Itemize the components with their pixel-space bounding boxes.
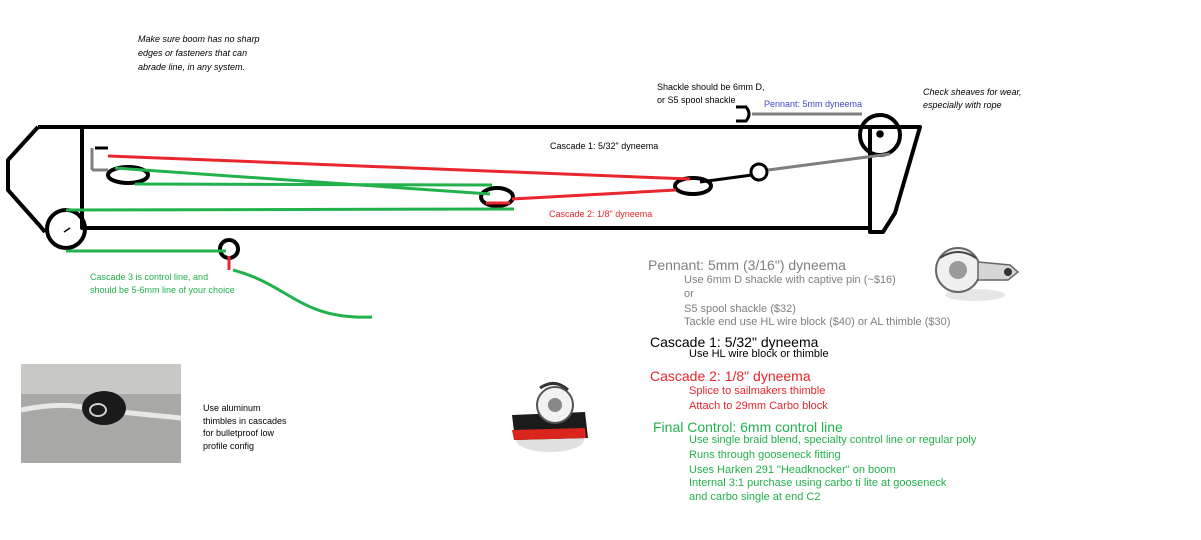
legend-pennant-title: Pennant: 5mm (3/16") dyneema bbox=[648, 257, 846, 273]
legend-final-line: Runs through gooseneck fitting bbox=[689, 449, 841, 461]
legend-final-line: and carbo single at end C2 bbox=[689, 491, 821, 503]
legend-pennant-line: Use 6mm D shackle with captive pin (~$16… bbox=[684, 274, 896, 286]
exit-block bbox=[218, 238, 240, 260]
control-line-tail bbox=[232, 268, 373, 319]
cascade-block-4 bbox=[749, 162, 769, 182]
gooseneck-sheave bbox=[45, 208, 87, 250]
wire-block-photo-icon bbox=[935, 247, 1020, 301]
gooseneck-sheave-pin bbox=[63, 227, 71, 233]
pennant-line-lower bbox=[767, 152, 891, 172]
cascade2-line bbox=[107, 154, 691, 270]
label-cascade3: Cascade 3 is control line, and should be… bbox=[90, 272, 235, 295]
legend-cascade1-line: Use HL wire block or thimble bbox=[689, 348, 829, 360]
boom-outline bbox=[6, 125, 922, 234]
legend-cascade2-title: Cascade 2: 1/8" dyneema bbox=[650, 368, 811, 384]
legend-cascade2-line: Splice to sailmakers thimble bbox=[689, 385, 826, 397]
outboard-sheave-pin bbox=[876, 130, 884, 138]
cascade3-line bbox=[65, 166, 515, 319]
note-boom-edges: Make sure boom has no sharp edges or fas… bbox=[138, 34, 260, 72]
legend-pennant-line: Tackle end use HL wire block ($40) or AL… bbox=[684, 316, 951, 328]
note-thimbles: Use aluminum thimbles in cascades for bu… bbox=[203, 403, 287, 451]
legend-pennant-line: or bbox=[684, 288, 694, 300]
legend-pennant-line: S5 spool shackle ($32) bbox=[684, 303, 796, 315]
cascade-block-3 bbox=[673, 176, 713, 196]
cascade2-upper bbox=[107, 154, 691, 181]
legend-cascade1-title: Cascade 1: 5/32" dyneema bbox=[650, 334, 819, 350]
cam-block-photo-icon bbox=[512, 382, 588, 452]
boom-gooseneck-end bbox=[6, 125, 47, 234]
legend-final-line: Uses Harken 291 "Headknocker" on boom bbox=[689, 464, 896, 476]
cascade-block-2 bbox=[479, 186, 515, 208]
control-line-3 bbox=[65, 207, 515, 212]
legend-final-line: Use single braid blend, specialty contro… bbox=[689, 434, 977, 446]
label-cascade1: Cascade 1: 5/32" dyneema bbox=[550, 141, 659, 151]
label-pennant: Pennant: 5mm dyneema bbox=[764, 99, 863, 109]
note-shackle: Shackle should be 6mm D, or S5 spool sha… bbox=[657, 82, 765, 105]
thimble-photo-icon bbox=[20, 364, 182, 463]
label-cascade2: Cascade 2: 1/8" dyneema bbox=[549, 209, 653, 219]
boom-body bbox=[38, 125, 922, 234]
control-line-2 bbox=[134, 182, 493, 187]
legend-final-title: Final Control: 6mm control line bbox=[653, 419, 843, 435]
legend-cascade2-line: Attach to 29mm Carbo block bbox=[689, 400, 828, 412]
cascade1-segment bbox=[699, 173, 753, 184]
shackle-icon bbox=[736, 105, 751, 123]
cascade1-line bbox=[95, 146, 753, 184]
legend-final-line: Internal 3:1 purchase using carbo ti lit… bbox=[689, 477, 947, 489]
pennant-line bbox=[90, 112, 891, 172]
note-sheaves: Check sheaves for wear, especially with … bbox=[923, 87, 1022, 110]
cascade-block-1 bbox=[106, 165, 150, 185]
cascade2-lower bbox=[511, 188, 677, 201]
control-line-1 bbox=[114, 166, 491, 196]
